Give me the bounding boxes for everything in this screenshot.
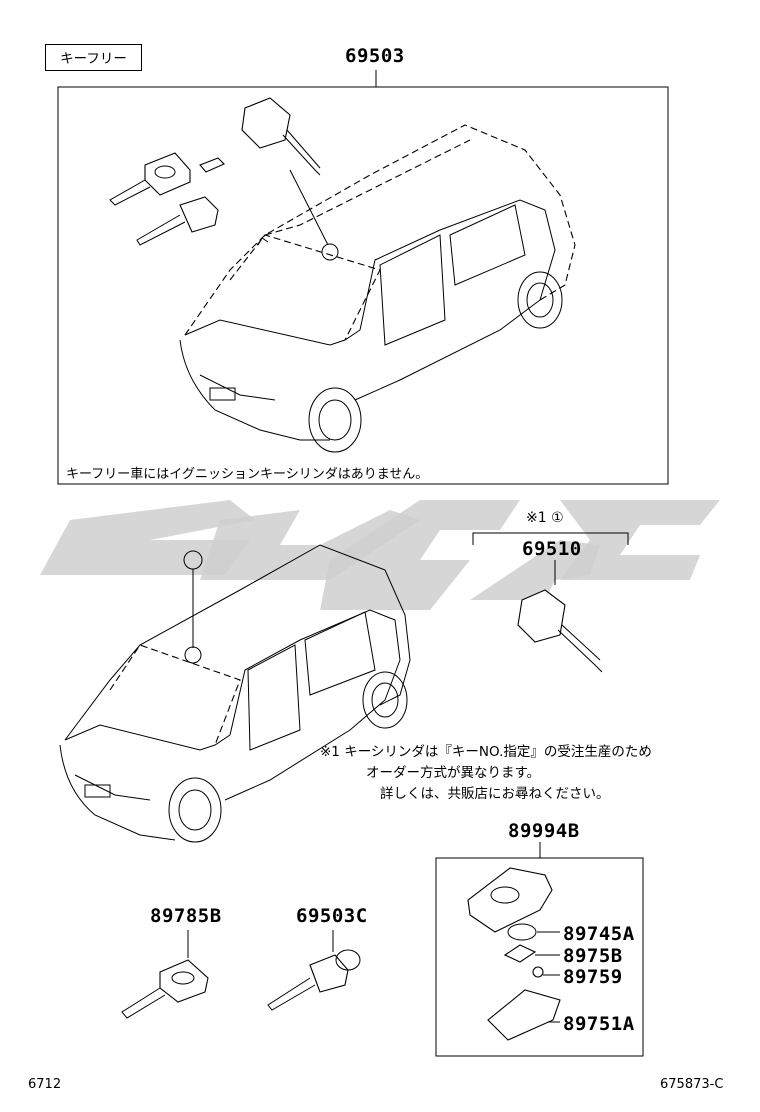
key-master-drawing [109, 152, 225, 206]
vehicle-drawing-bottom [59, 544, 411, 843]
callout-8975B: 8975B [563, 945, 623, 967]
key-bottom-right-drawing [267, 949, 361, 1011]
transmitter-parts-drawing [467, 867, 561, 1041]
callout-89745A: 89745A [563, 923, 635, 945]
note-line-2: オーダー方式が異なります。 [366, 765, 541, 781]
footer-page-code: 6712 [28, 1077, 62, 1092]
callout-89759: 89759 [563, 966, 623, 988]
key-free-tag-label: キーフリー [60, 51, 127, 67]
callout-69503C: 69503C [296, 905, 368, 927]
ignition-cylinder-drawing [241, 97, 321, 176]
note-line-1: ※1 キーシリンダは『キーNO.指定』の受注生産のため [320, 744, 652, 760]
callout-69510: 69510 [522, 538, 582, 560]
callout-89994B: 89994B [508, 820, 580, 842]
callout-69503: 69503 [345, 45, 405, 67]
callout-89751A: 89751A [563, 1013, 635, 1035]
footer-figure-code: 675873-C [660, 1077, 724, 1092]
watermark-graphic [40, 500, 720, 610]
assembly-frame [57, 86, 669, 485]
cylinder-mark: ※1 ① [526, 510, 564, 526]
key-cylinder-drawing [517, 589, 603, 673]
key-sub-drawing [136, 196, 219, 246]
vehicle-drawing-top [179, 124, 576, 453]
callout-89785B: 89785B [150, 905, 222, 927]
key-free-tag: キーフリー [45, 44, 142, 71]
note-line-3: 詳しくは、共販店にお尋ねください。 [380, 786, 610, 802]
key-bottom-left-drawing [121, 959, 209, 1019]
assembly-note: キーフリー車にはイグニッションキーシリンダはありません。 [66, 467, 429, 482]
